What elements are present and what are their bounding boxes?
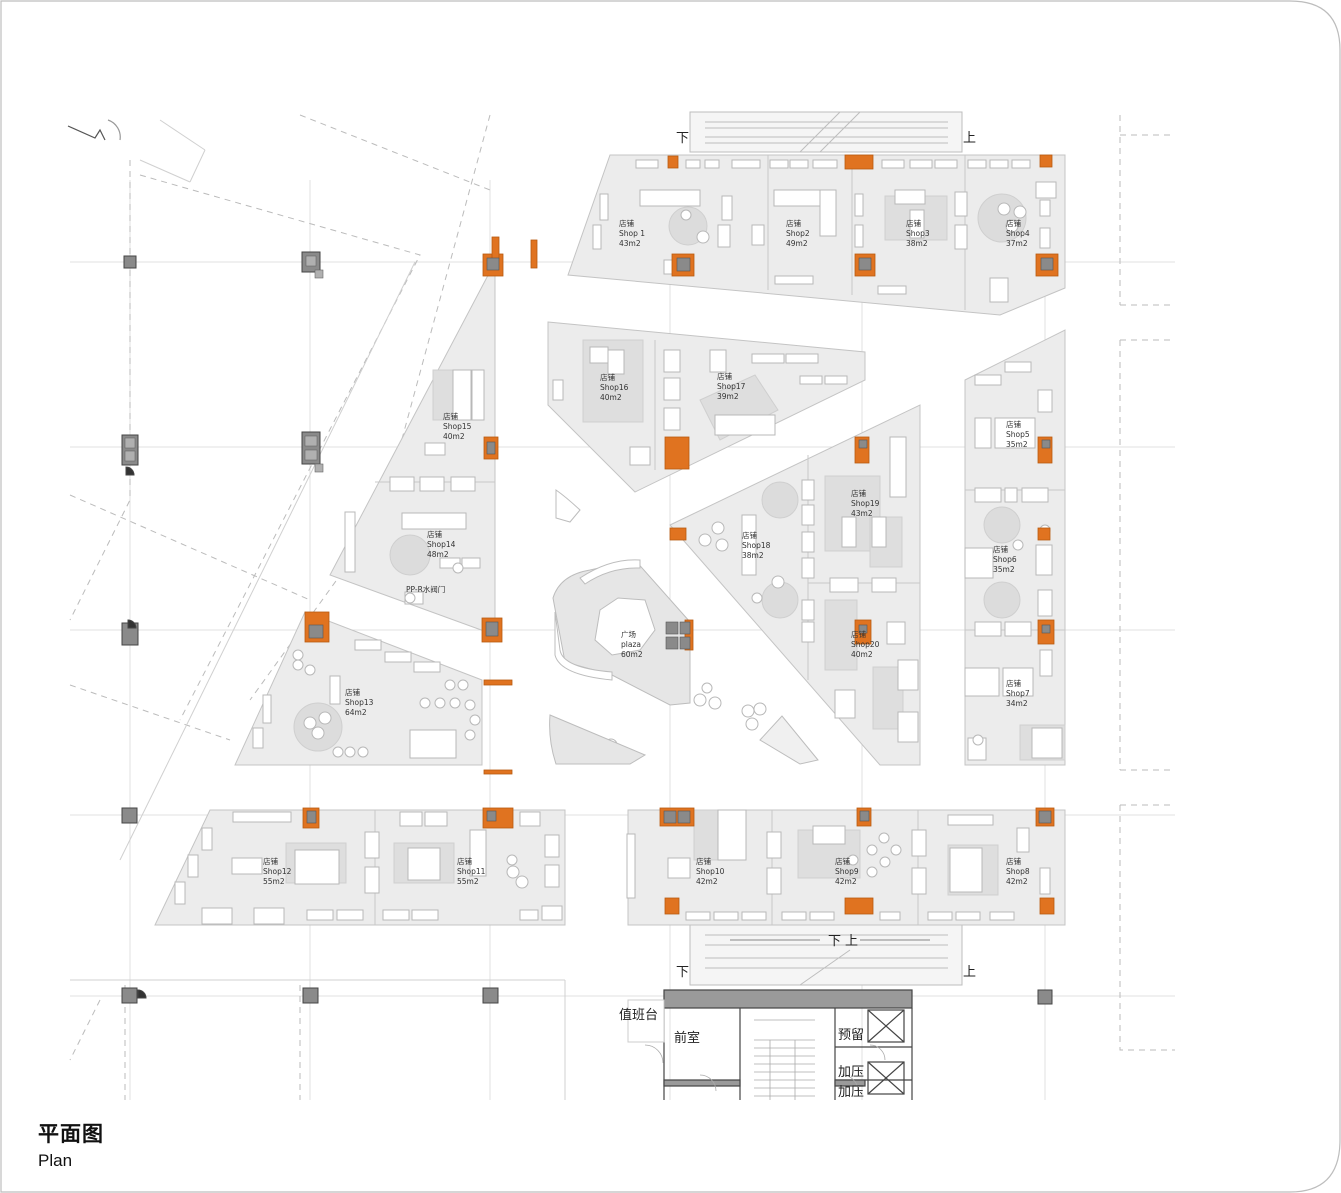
reserved-label: 预留	[838, 1028, 864, 1043]
pressurize-label-2: 加压	[838, 1085, 864, 1100]
plaza-area-label: 60m2	[621, 650, 643, 659]
shop13-cn-label: 店铺	[345, 687, 360, 697]
shop3-area-label: 38m2	[906, 239, 928, 248]
shop10-area-label: 42m2	[696, 877, 718, 886]
valve-label: PP-R水阀门	[406, 584, 445, 594]
duty-desk-box	[627, 999, 665, 1043]
shop12-name-label: Shop12	[263, 867, 292, 876]
stair-treads	[754, 1019, 815, 1100]
display-counters	[174, 159, 1063, 925]
escalator-top	[689, 111, 963, 153]
column-door-arcs	[125, 466, 147, 999]
shop18-cn-label: 店铺	[742, 530, 757, 540]
door-swing-topleft	[67, 119, 121, 141]
shop10-name-label: Shop10	[696, 867, 725, 876]
shop3-cn-label: 店铺	[906, 218, 921, 228]
shop7-cn-label: 店铺	[1006, 678, 1021, 688]
shop15-name-label: Shop15	[443, 422, 472, 431]
escalator-top-up-label: 上	[963, 131, 976, 146]
shop12-area-label: 55m2	[263, 877, 285, 886]
shop8-name-label: Shop8	[1006, 867, 1030, 876]
shop11-cn-label: 店铺	[457, 856, 472, 866]
shop17-cn-label: 店铺	[717, 371, 732, 381]
shop16-area-label: 40m2	[600, 393, 622, 402]
shop2-area-label: 49m2	[786, 239, 808, 248]
shop-block-left-triangle	[329, 261, 496, 636]
shop6-name-label: Shop6	[993, 555, 1017, 564]
shop6-area-label: 35m2	[993, 565, 1015, 574]
shop14-name-label: Shop14	[427, 540, 456, 549]
shop2-cn-label: 店铺	[786, 218, 801, 228]
shop8-area-label: 42m2	[1006, 877, 1028, 886]
shop16-name-label: Shop16	[600, 383, 629, 392]
shop3-name-label: Shop3	[906, 229, 930, 238]
shop5-name-label: Shop5	[1006, 430, 1030, 439]
shop7-name-label: Shop7	[1006, 689, 1030, 698]
shop13-area-label: 64m2	[345, 708, 367, 717]
escalator-bottom-up-label: 上	[845, 934, 858, 949]
shop20-cn-label: 店铺	[851, 629, 866, 639]
shop15-area-label: 40m2	[443, 432, 465, 441]
core-door-arcs	[644, 1044, 886, 1092]
shop-blocks	[154, 154, 1066, 926]
shop10-cn-label: 店铺	[696, 856, 711, 866]
shop7-area-label: 34m2	[1006, 699, 1028, 708]
plan-title-en: Plan	[38, 1151, 73, 1170]
shop19-cn-label: 店铺	[851, 488, 866, 498]
shop14-cn-label: 店铺	[427, 529, 442, 539]
shop15-cn-label: 店铺	[443, 411, 458, 421]
shop18-name-label: Shop18	[742, 541, 771, 550]
orange-column-cores	[306, 257, 1054, 824]
shop5-cn-label: 店铺	[1006, 419, 1021, 429]
shop4-name-label: Shop4	[1006, 229, 1030, 238]
shop4-cn-label: 店铺	[1006, 218, 1021, 228]
shop11-area-label: 55m2	[457, 877, 479, 886]
escalator-bottom	[689, 924, 963, 986]
escalator-bottom-down-label-2: 下	[676, 965, 689, 980]
shop19-area-label: 43m2	[851, 509, 873, 518]
shop-block-bottom-left	[154, 809, 566, 926]
pressurize-label-1: 加压	[838, 1065, 864, 1080]
street-edge-lines	[70, 119, 566, 1100]
escalator-bottom-down-label: 下	[828, 934, 841, 949]
shop11-name-label: Shop11	[457, 867, 486, 876]
shop1-name-label: Shop 1	[619, 229, 645, 238]
escalator-top-down-label: 下	[676, 131, 689, 146]
shop13-name-label: Shop13	[345, 698, 374, 707]
grey-column-inserts	[124, 255, 324, 473]
shop6-cn-label: 店铺	[993, 544, 1008, 554]
shop14-area-label: 48m2	[427, 550, 449, 559]
shop16-cn-label: 店铺	[600, 372, 615, 382]
plaza-en-label: plaza	[621, 640, 641, 649]
shop1-area-label: 43m2	[619, 239, 641, 248]
shop5-area-label: 35m2	[1006, 440, 1028, 449]
duty-desk-label: 值班台	[619, 1007, 658, 1023]
shop9-cn-label: 店铺	[835, 856, 850, 866]
plan-title-cn: 平面图	[38, 1122, 104, 1146]
plaza-cn-label: 广场	[621, 629, 636, 639]
escalator-bottom-up-label-2: 上	[963, 965, 976, 980]
plaza-elements	[549, 489, 819, 765]
shop17-name-label: Shop17	[717, 382, 746, 391]
service-core	[663, 989, 913, 1100]
shop1-cn-label: 店铺	[619, 218, 634, 228]
shop4-area-label: 37m2	[1006, 239, 1028, 248]
shop12-cn-label: 店铺	[263, 856, 278, 866]
shop9-name-label: Shop9	[835, 867, 859, 876]
shop18-area-label: 38m2	[742, 551, 764, 560]
shop17-area-label: 39m2	[717, 392, 739, 401]
shop19-name-label: Shop19	[851, 499, 880, 508]
shop9-area-label: 42m2	[835, 877, 857, 886]
anteroom-label: 前室	[674, 1030, 700, 1046]
shop2-name-label: Shop2	[786, 229, 810, 238]
shop20-area-label: 40m2	[851, 650, 873, 659]
shop20-name-label: Shop20	[851, 640, 880, 649]
shop8-cn-label: 店铺	[1006, 856, 1021, 866]
